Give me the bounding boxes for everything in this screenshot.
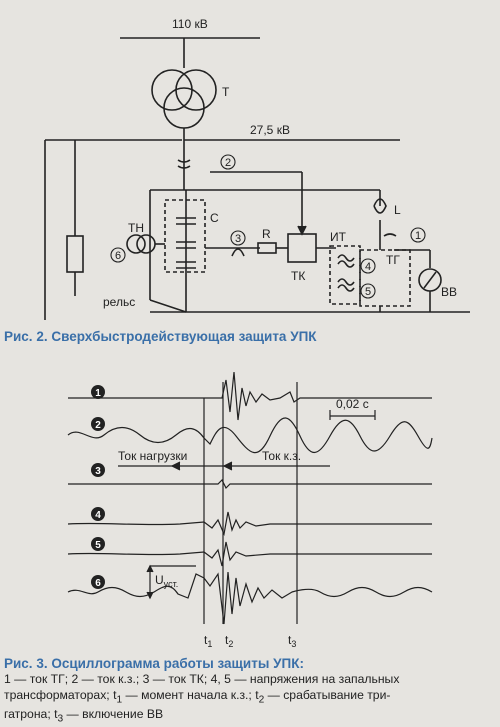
label-27kv: 27,5 кВ — [250, 123, 290, 137]
marker-2-label: 2 — [225, 157, 231, 169]
trace-4 — [67, 511, 432, 537]
marker-6 — [110, 247, 126, 263]
figure-3-legend: 1 — ток ТГ; 2 — ток к.з.; 3 — ток ТК; 4,… — [4, 672, 498, 727]
marker-3-label: 3 — [235, 233, 241, 245]
label-TK: ТК — [291, 269, 305, 283]
sc-current-label: Ток к.з. — [262, 449, 301, 463]
load-current-label: Ток нагрузки — [118, 449, 187, 463]
trace-1 — [68, 371, 432, 421]
trigatron-TG — [359, 249, 411, 307]
trace-2-bullet — [91, 417, 105, 431]
marker-4-label: 4 — [365, 261, 371, 273]
legend-line-1: 1 — ток ТГ; 2 — ток к.з.; 3 — ток ТК; 4,… — [4, 672, 400, 686]
label-TH: ТН — [128, 221, 144, 235]
trace-2-number: 2 — [95, 420, 101, 431]
marker-5-label: 5 — [365, 286, 371, 298]
u-setpoint-label: Uуст. — [155, 573, 178, 589]
marker-6-label: 6 — [115, 250, 121, 262]
label-TG: ТГ — [386, 253, 400, 267]
trace-6 — [67, 571, 433, 625]
trace-1-number: 1 — [95, 388, 101, 399]
trace-5-bullet — [91, 537, 105, 551]
period-label: 0,02 с — [336, 397, 369, 411]
transformer-winding — [151, 69, 193, 111]
label-rail: рельс — [103, 295, 135, 309]
trace-3 — [68, 478, 432, 490]
t1-label: t1 — [204, 633, 212, 649]
trace-3-bullet — [91, 463, 105, 477]
legend-line-2: трансформаторах; t1 — момент начала к.з.… — [4, 687, 391, 705]
marker-2 — [220, 154, 236, 170]
trace-6-number: 6 — [95, 578, 101, 589]
marker-1 — [410, 227, 426, 243]
trace-5 — [67, 541, 432, 567]
marker-4 — [360, 258, 376, 274]
label-IT: ИТ — [330, 230, 347, 244]
legend-line-3: гатрона; t3 — включение ВВ — [4, 707, 164, 725]
trace-2 — [67, 417, 433, 454]
figure-3-caption: Рис. 3. Осциллограмма работы защиты УПК: — [4, 656, 304, 671]
trace-6-bullet — [91, 575, 105, 589]
figure-2-caption: Рис. 2. Сверхбыстродействующая защита УП… — [4, 329, 317, 344]
marker-3 — [230, 230, 246, 246]
label-C: С — [210, 211, 219, 225]
t3-label: t3 — [288, 633, 296, 649]
label-110kv: 110 кВ — [172, 17, 208, 31]
trace-3-number: 3 — [95, 466, 101, 477]
label-T: Т — [222, 85, 230, 99]
oscillogram: 1 2 3 4 5 6 0,02 с Ток нагрузки Ток к.з.… — [67, 371, 433, 649]
trace-1-bullet — [91, 385, 105, 399]
marker-1-label: 1 — [415, 230, 421, 242]
marker-5 — [360, 283, 376, 299]
voltage-transformer — [126, 234, 146, 254]
trace-5-number: 5 — [95, 540, 101, 551]
protection-circuit-diagram: 2 3 6 1 4 5 110 кВ Т 27,5 кВ С ТН R ТК И… — [44, 17, 470, 320]
t2-label: t2 — [225, 633, 233, 649]
label-L: L — [394, 203, 401, 217]
ignition-transformers-IT — [329, 245, 361, 305]
trace-4-number: 4 — [95, 510, 101, 521]
label-VV: ВВ — [441, 285, 457, 299]
label-R: R — [262, 227, 271, 241]
trace-4-bullet — [91, 507, 105, 521]
resistor-R — [257, 242, 277, 254]
control-unit-TK — [287, 233, 317, 263]
load-resistor — [66, 235, 84, 273]
